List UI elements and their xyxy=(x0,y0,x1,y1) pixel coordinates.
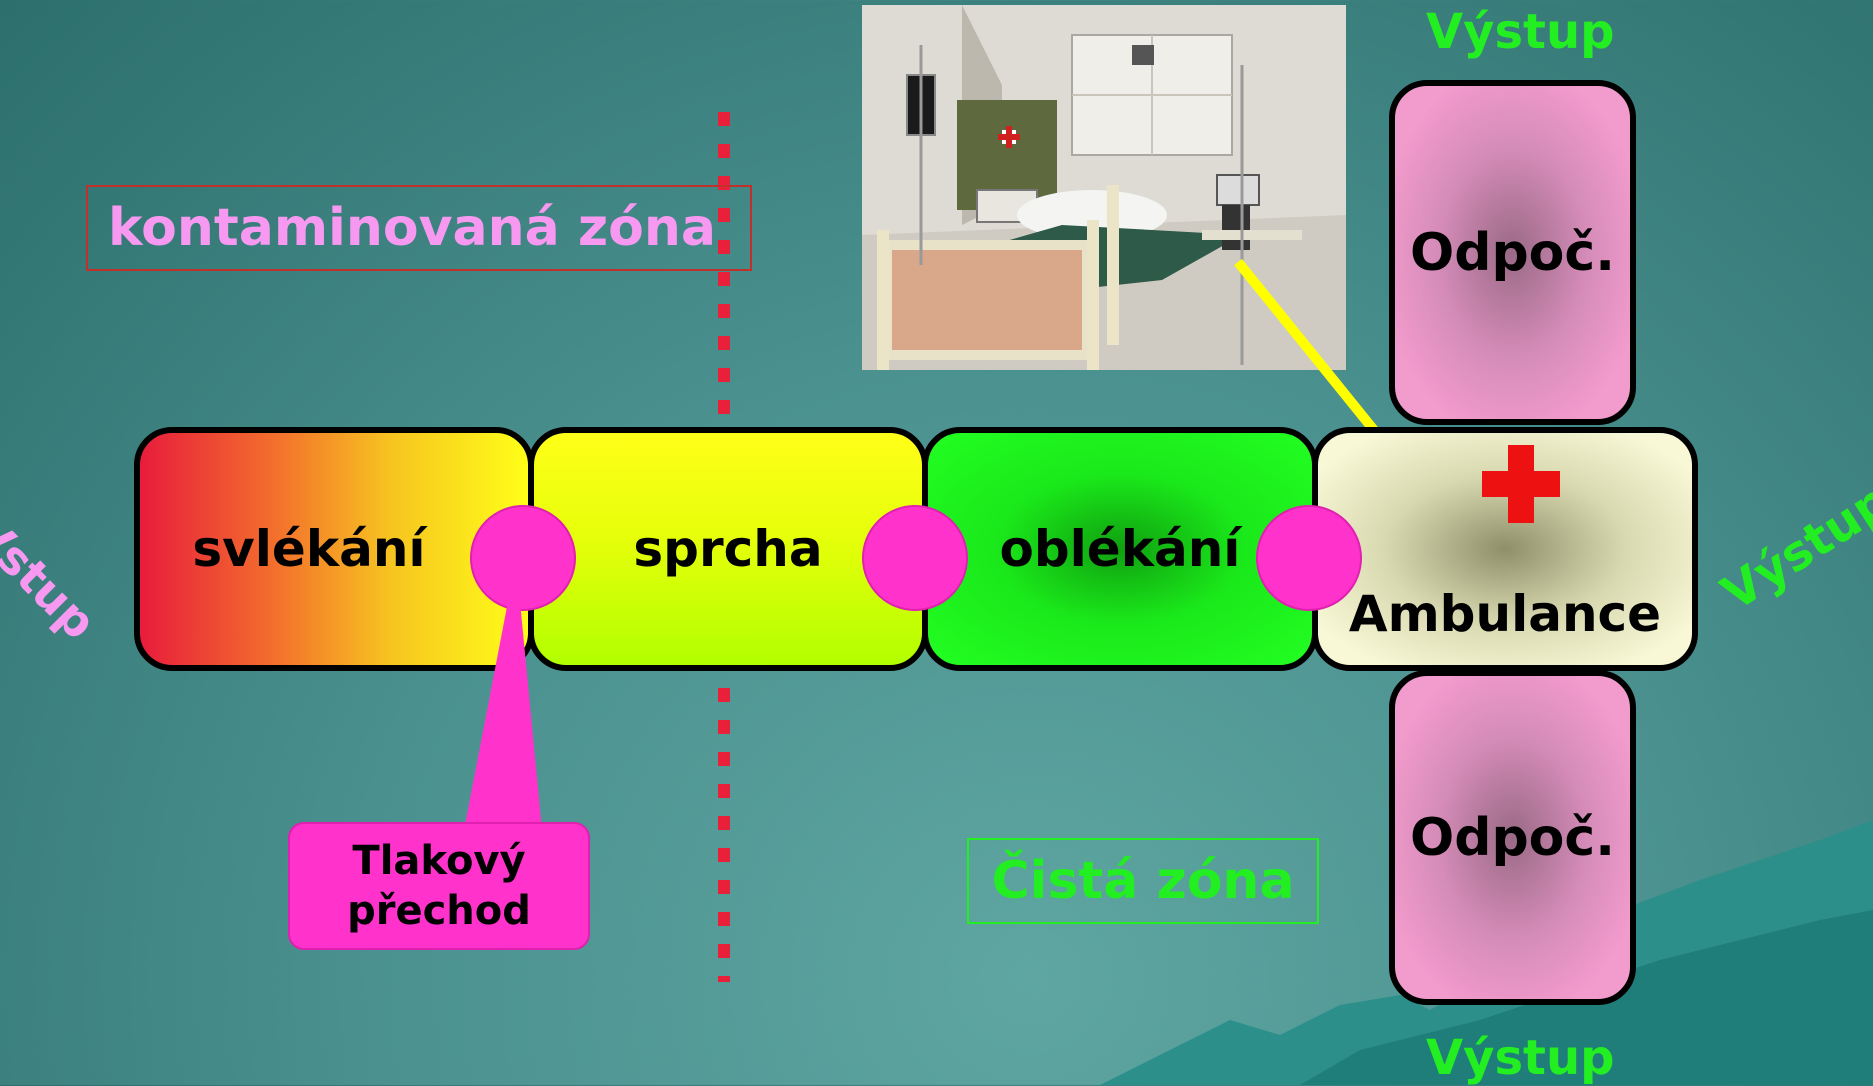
rest-room-top: Odpoč. xyxy=(1389,80,1636,425)
clean-zone-text: Čistá zóna xyxy=(991,851,1295,911)
room-shower: sprcha xyxy=(528,427,928,671)
contaminated-zone-label: kontaminovaná zóna xyxy=(86,185,752,271)
room-dress-label: oblékání xyxy=(999,520,1241,578)
clean-zone-label: Čistá zóna xyxy=(967,838,1319,924)
exit-label-bottom: Výstup xyxy=(1426,1030,1615,1086)
room-shower-label: sprcha xyxy=(633,520,823,578)
exit-label-top: Výstup xyxy=(1426,4,1615,60)
pressure-lock-label: Tlakový přechod xyxy=(347,838,531,934)
room-undress-label: svlékání xyxy=(192,520,426,578)
rest-room-bottom: Odpoč. xyxy=(1389,670,1636,1005)
field-hospital-photo xyxy=(862,5,1346,370)
contaminated-zone-text: kontaminovaná zóna xyxy=(108,198,716,258)
entry-label: Vstup xyxy=(0,505,107,650)
red-cross-icon xyxy=(1482,445,1560,523)
connector-dress-ambulance xyxy=(1256,505,1362,611)
pressure-lock-callout: Tlakový přechod xyxy=(288,822,590,950)
connector-undress-shower xyxy=(470,505,576,611)
rest-room-top-label: Odpoč. xyxy=(1410,222,1615,283)
room-ambulance-label: Ambulance xyxy=(1348,585,1662,643)
room-undress: svlékání xyxy=(134,427,534,671)
room-ambulance: Ambulance xyxy=(1312,427,1698,671)
connector-shower-dress xyxy=(862,505,968,611)
exit-label-right: Výstup xyxy=(1712,472,1873,622)
pressure-lock-pointer xyxy=(464,560,542,830)
rest-room-bottom-label: Odpoč. xyxy=(1410,807,1615,868)
